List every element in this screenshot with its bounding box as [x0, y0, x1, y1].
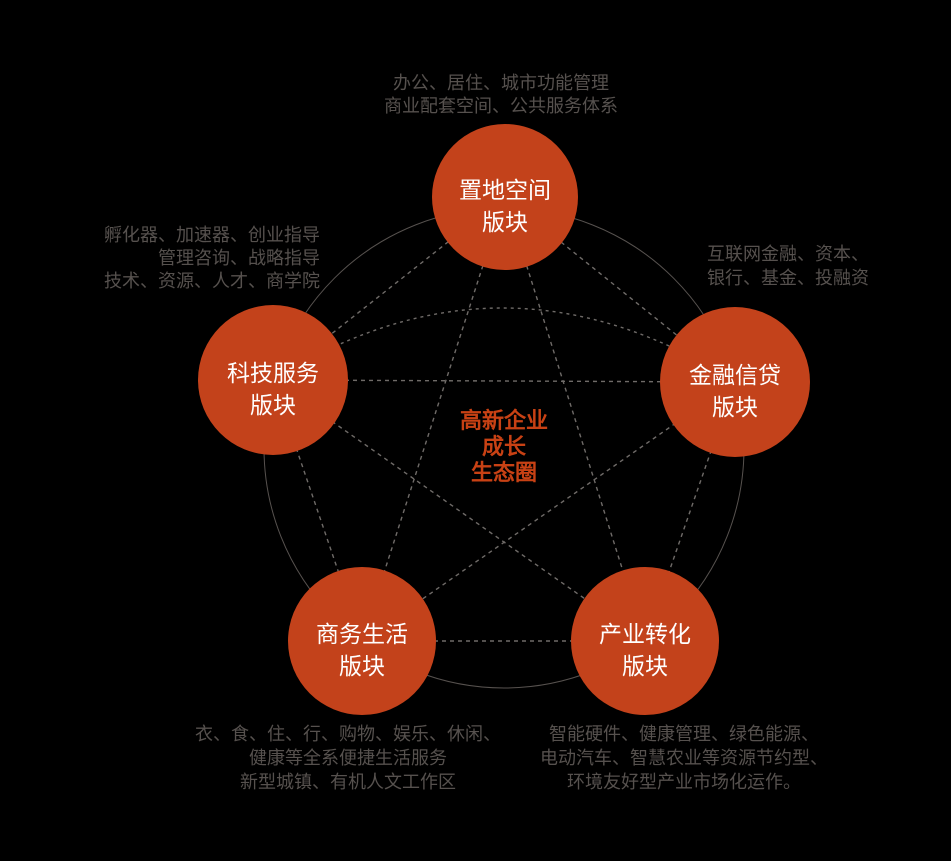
node-label-line: 置地空间: [459, 177, 551, 203]
node-label-line: 科技服务: [227, 360, 319, 386]
desc-line: 衣、食、住、行、购物、娱乐、休闲、: [195, 724, 501, 744]
node-label-line: 版块: [339, 653, 385, 679]
edge-right-bottomright: [644, 381, 736, 642]
chord-right-bottomleft: [361, 381, 736, 642]
desc-line: 办公、居住、城市功能管理: [393, 73, 609, 93]
node-circle-land-space: [432, 124, 578, 270]
node-circle-finance-credit: [660, 307, 810, 457]
chord-top-bottomleft: [361, 196, 506, 642]
desc-land-space: 办公、居住、城市功能管理 商业配套空间、公共服务体系: [384, 73, 618, 116]
desc-line: 商业配套空间、公共服务体系: [384, 96, 618, 116]
node-circle-business-life: [288, 567, 436, 715]
chord-top-bottomright: [504, 196, 646, 642]
desc-finance-credit: 互联网金融、资本、 银行、基金、投融资: [707, 244, 869, 288]
desc-business-life: 衣、食、住、行、购物、娱乐、休闲、 健康等全系便捷生活服务 新型城镇、有机人文工…: [195, 724, 501, 792]
desc-line: 环境友好型产业市场化运作。: [567, 772, 801, 792]
center-title-line: 生态圈: [471, 460, 537, 485]
center-title-line: 成长: [482, 434, 527, 459]
desc-industry-transform: 智能硬件、健康管理、绿色能源、 电动汽车、智慧农业等资源节约型、 环境友好型产业…: [540, 724, 828, 792]
desc-line: 新型城镇、有机人文工作区: [240, 772, 456, 792]
desc-line: 银行、基金、投融资: [707, 268, 869, 288]
desc-line: 技术、资源、人才、商学院: [104, 271, 320, 291]
node-label-line: 金融信贷: [689, 362, 781, 388]
desc-line: 管理咨询、战略指导: [158, 248, 320, 268]
node-label-line: 版块: [250, 392, 296, 418]
node-circle-tech-service: [198, 305, 348, 455]
node-label-land-space: 置地空间 版块: [459, 177, 551, 235]
edge-left-bottomleft: [272, 379, 363, 642]
node-label-tech-service: 科技服务 版块: [227, 360, 319, 418]
node-label-line: 版块: [622, 653, 668, 679]
node-label-business-life: 商务生活 版块: [316, 621, 408, 679]
node-label-line: 版块: [712, 394, 758, 420]
chord-left-bottomright: [272, 379, 646, 642]
desc-line: 电动汽车、智慧农业等资源节约型、: [540, 748, 828, 768]
chord-left-right: [272, 379, 736, 383]
node-label-line: 商务生活: [316, 621, 408, 647]
node-label-line: 产业转化: [599, 621, 691, 647]
desc-line: 孵化器、加速器、创业指导: [104, 225, 320, 245]
center-title-line: 高新企业: [460, 408, 548, 433]
node-label-line: 版块: [482, 209, 528, 235]
node-label-industry-transform: 产业转化 版块: [599, 621, 691, 679]
desc-line: 健康等全系便捷生活服务: [249, 748, 447, 768]
node-circle-industry-transform: [571, 567, 719, 715]
center-title: 高新企业 成长 生态圈: [460, 408, 548, 485]
desc-tech-service: 孵化器、加速器、创业指导 管理咨询、战略指导 技术、资源、人才、商学院: [104, 225, 320, 291]
desc-line: 智能硬件、健康管理、绿色能源、: [549, 724, 819, 744]
node-label-finance-credit: 金融信贷 版块: [689, 362, 781, 420]
desc-line: 互联网金融、资本、: [707, 244, 869, 264]
